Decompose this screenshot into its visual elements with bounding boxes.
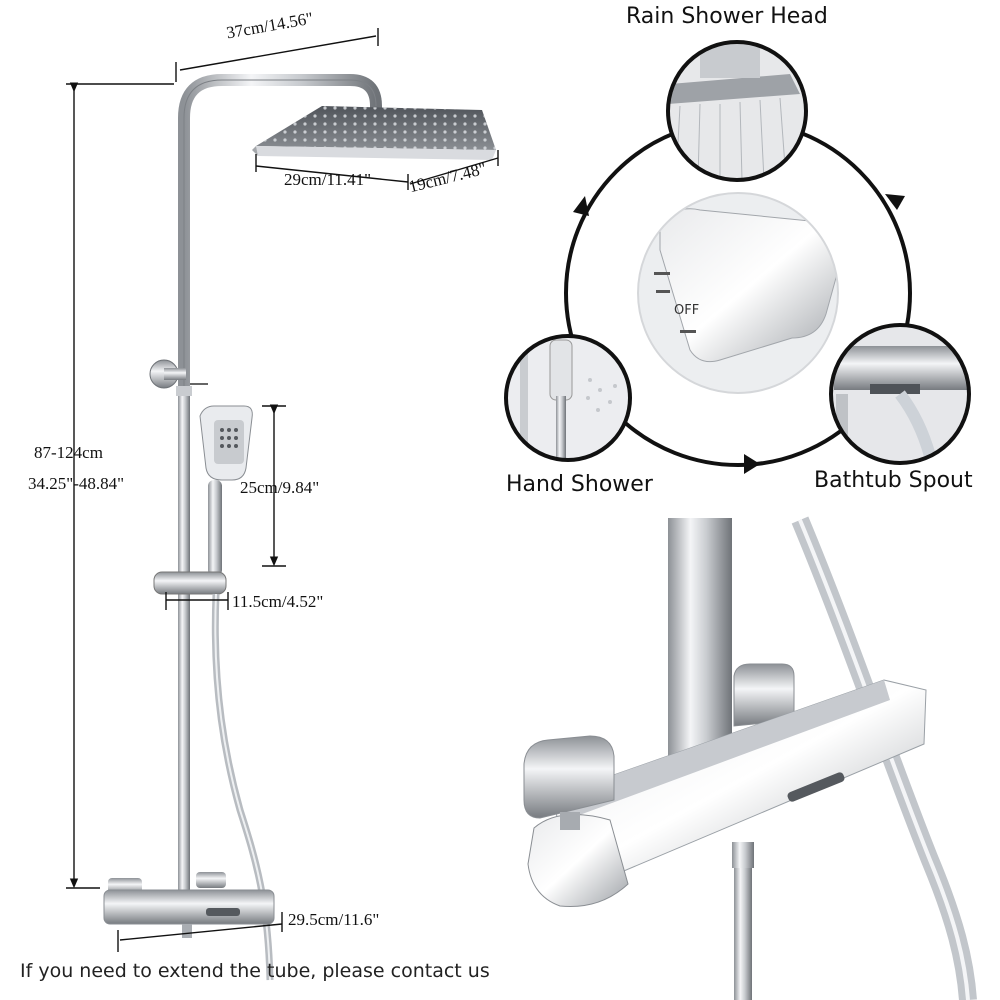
cycle-arrow-icon <box>885 194 905 210</box>
valve-closeup <box>523 516 977 1000</box>
off-mark: OFF <box>674 303 699 318</box>
dim-height-in: 34.25"-48.84" <box>28 474 125 493</box>
label-bathtub-spout: Bathtub Spout <box>814 468 973 493</box>
shower-column <box>103 74 496 981</box>
dial-symbols <box>654 272 696 333</box>
function-cycle: OFF <box>504 40 971 474</box>
thermostatic-valve <box>103 872 275 938</box>
dim-slider: 11.5cm/4.52" <box>232 592 324 611</box>
cycle-arrow-icon <box>573 196 589 216</box>
dim-head-width: 29cm/11.41" <box>284 170 372 189</box>
rain-head <box>252 106 496 160</box>
footer-note: If you need to extend the tube, please c… <box>20 960 490 982</box>
dimension-lines <box>66 28 499 952</box>
hand-shower <box>199 405 253 576</box>
dim-hand-shower: 25cm/9.84" <box>240 478 320 497</box>
rain-head-photo <box>668 42 806 180</box>
label-hand-shower: Hand Shower <box>506 472 653 497</box>
label-rain-shower-head: Rain Shower Head <box>626 4 828 29</box>
cycle-arrow-icon <box>744 454 760 474</box>
dim-height-cm: 87-124cm <box>34 443 103 462</box>
hand-shower-photo <box>506 336 630 460</box>
dim-valve: 29.5cm/11.6" <box>288 910 380 929</box>
diverter-dial-photo: OFF <box>638 193 838 393</box>
bathtub-spout-photo <box>831 325 969 463</box>
